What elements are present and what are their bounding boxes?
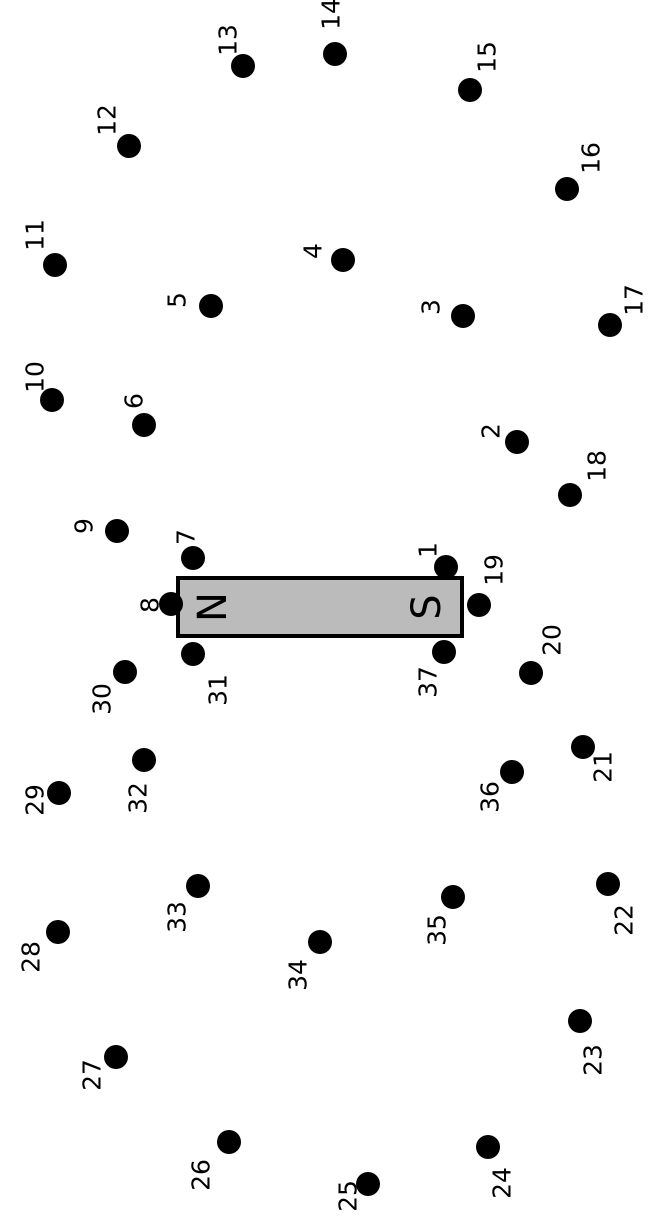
dot-16	[555, 177, 579, 201]
dot-number-12: 12	[93, 104, 122, 136]
dot-number-31: 31	[204, 674, 233, 706]
dot-23	[568, 1009, 592, 1033]
dot-18	[558, 483, 582, 507]
dot-number-28: 28	[17, 941, 46, 973]
dot-number-10: 10	[21, 361, 50, 393]
dot-15	[458, 78, 482, 102]
dot-35	[441, 885, 465, 909]
dot-number-32: 32	[124, 782, 153, 814]
dot-number-37: 37	[414, 666, 443, 698]
dot-number-6: 6	[120, 393, 149, 409]
dot-number-11: 11	[21, 219, 50, 251]
dot-number-23: 23	[579, 1044, 608, 1076]
dot-37	[432, 640, 456, 664]
dot-30	[113, 660, 137, 684]
dot-number-27: 27	[78, 1059, 107, 1091]
dot-number-25: 25	[334, 1180, 363, 1212]
dot-number-1: 1	[414, 542, 443, 558]
dot-22	[596, 872, 620, 896]
dot-number-33: 33	[163, 901, 192, 933]
dot-number-21: 21	[589, 751, 618, 783]
magnet-south-label: S	[404, 594, 450, 619]
dot-31	[181, 642, 205, 666]
dot-number-18: 18	[583, 450, 612, 482]
dot-number-34: 34	[284, 959, 313, 991]
dot-27	[104, 1045, 128, 1069]
dot-number-22: 22	[610, 904, 639, 936]
dot-number-26: 26	[187, 1159, 216, 1191]
dot-13	[231, 54, 255, 78]
dot-number-36: 36	[476, 781, 505, 813]
dot-36	[500, 760, 524, 784]
dot-28	[46, 920, 70, 944]
dot-number-16: 16	[577, 142, 606, 174]
dot-17	[598, 313, 622, 337]
dot-29	[47, 781, 71, 805]
dot-4	[331, 248, 355, 272]
dot-number-30: 30	[88, 683, 117, 715]
dot-number-19: 19	[480, 554, 509, 586]
dot-11	[43, 253, 67, 277]
dot-26	[217, 1130, 241, 1154]
dot-12	[117, 134, 141, 158]
dot-6	[132, 413, 156, 437]
dot-number-7: 7	[172, 529, 201, 545]
dot-number-24: 24	[488, 1167, 517, 1199]
dot-32	[132, 748, 156, 772]
dot-9	[105, 519, 129, 543]
dot-number-9: 9	[70, 518, 99, 534]
dot-14	[323, 42, 347, 66]
dot-number-29: 29	[21, 784, 50, 816]
dot-24	[476, 1135, 500, 1159]
dot-number-14: 14	[317, 0, 346, 30]
bar-magnet: N S	[178, 578, 462, 636]
dot-number-35: 35	[423, 914, 452, 946]
dot-34	[308, 930, 332, 954]
dot-number-20: 20	[538, 624, 567, 656]
dot-33	[186, 874, 210, 898]
dot-5	[199, 294, 223, 318]
dot-number-3: 3	[417, 299, 446, 315]
dot-7	[181, 546, 205, 570]
dot-20	[519, 661, 543, 685]
dot-number-2: 2	[477, 423, 506, 439]
dot-number-15: 15	[473, 41, 502, 73]
dot-number-13: 13	[214, 24, 243, 56]
magnet-north-label: N	[190, 592, 236, 622]
dot-2	[505, 430, 529, 454]
dot-number-4: 4	[299, 243, 328, 259]
dot-number-17: 17	[620, 284, 649, 316]
dot-number-8: 8	[136, 597, 165, 613]
dot-number-5: 5	[163, 292, 192, 308]
dot-19	[467, 593, 491, 617]
dot-3	[451, 304, 475, 328]
